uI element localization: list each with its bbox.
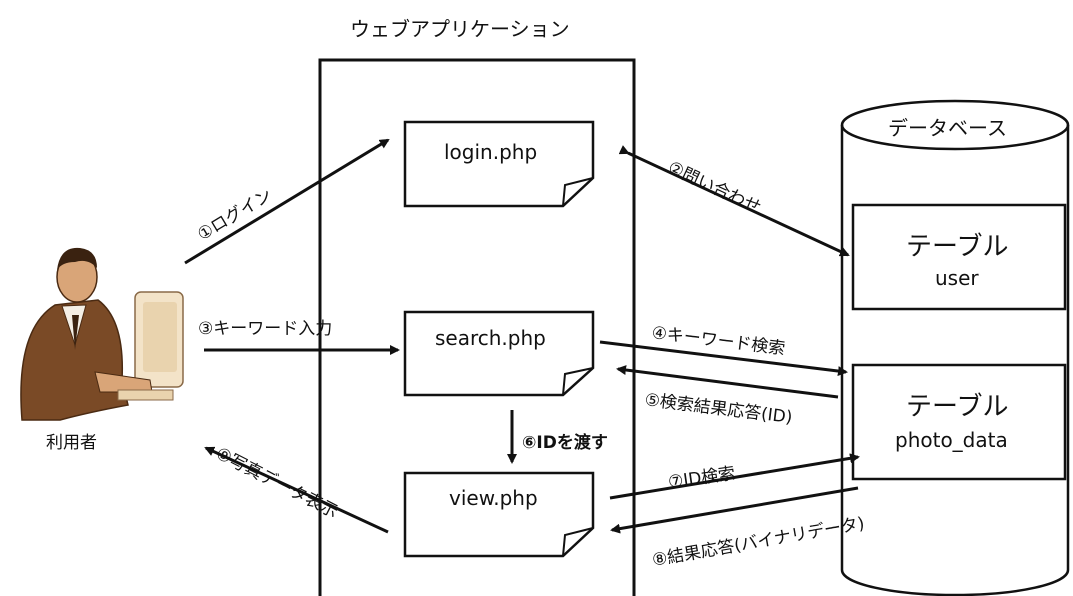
arrow-2-inquiry	[618, 145, 850, 257]
database-title: データベース	[888, 116, 1007, 140]
arrow-5-search-result	[616, 365, 839, 399]
user-table-name: user	[935, 266, 979, 290]
user-figure-icon	[20, 247, 184, 421]
photo-table-name: photo_data	[895, 428, 1008, 452]
view-php-document	[403, 471, 595, 558]
arrow-9-display-photo	[204, 446, 389, 534]
user-label: 利用者	[46, 433, 97, 453]
database-cylinder	[840, 99, 1070, 596]
arrow-1-login	[184, 138, 390, 265]
search-php-document	[403, 310, 595, 397]
user-table-jp-label: テーブル	[906, 232, 1009, 262]
arrow-4-keyword-search	[599, 340, 848, 376]
web-app-box	[318, 58, 636, 596]
step-3-label: ③キーワード入力	[198, 319, 333, 339]
login-php-label: login.php	[444, 140, 538, 164]
search-php-label: search.php	[435, 326, 546, 350]
view-php-label: view.php	[449, 486, 538, 510]
arrow-8-result-binary	[610, 486, 859, 534]
photo-table-jp-label: テーブル	[906, 392, 1009, 422]
photo-data-table-box	[851, 363, 1067, 481]
arrow-7-id-search	[609, 453, 860, 500]
web-app-title: ウェブアプリケーション	[350, 17, 570, 41]
user-table-box	[851, 203, 1067, 311]
step-6-label: ⑥IDを渡す	[522, 433, 608, 453]
login-php-document	[403, 120, 595, 208]
